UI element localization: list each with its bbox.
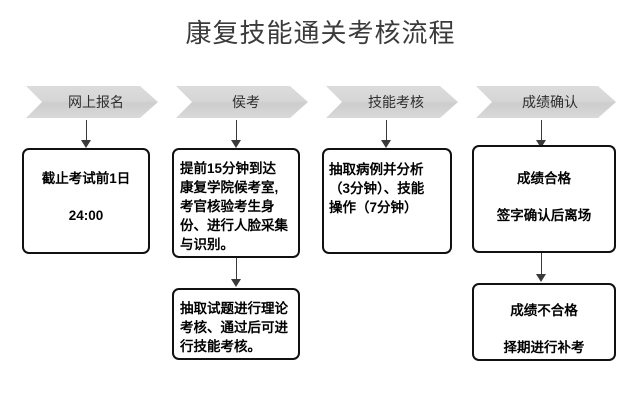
process-box-result-pass[interactable]: 成绩合格 签字确认后离场 xyxy=(472,145,616,253)
process-box-skill-exam[interactable]: 抽取病例并分析 （3分钟）、技能 操作（7分钟） xyxy=(322,148,452,254)
arrow-stem xyxy=(541,253,542,275)
banner-step-4[interactable]: 成绩确认 xyxy=(476,86,616,118)
arrow-stem xyxy=(86,120,87,141)
box-line: （3分钟）、技能 xyxy=(329,181,425,196)
arrow-head-icon xyxy=(81,140,91,148)
arrow-head-icon xyxy=(231,279,241,287)
box-line: 择期进行补考 xyxy=(503,340,585,355)
arrow-head-icon xyxy=(536,140,546,148)
box-line: 截止考试前1日 xyxy=(41,171,131,186)
arrow-connector-banner-4-to-box-4 xyxy=(536,120,547,148)
arrow-connector-box-2-to-box-2b xyxy=(231,258,242,288)
box-line: 与识别。 xyxy=(180,237,234,252)
process-box-registration[interactable]: 截止考试前1日 24:00 xyxy=(22,148,150,254)
box-line: 康复学院候考室, xyxy=(180,180,279,195)
arrow-connector-box-4-to-box-4b xyxy=(536,253,547,283)
box-line: 成绩合格 xyxy=(517,171,571,186)
arrow-stem xyxy=(236,120,237,141)
banner-label: 网上报名 xyxy=(68,94,124,110)
banner-label: 技能考核 xyxy=(368,94,424,110)
banner-step-3[interactable]: 技能考核 xyxy=(326,86,458,118)
box-line: 成绩不合格 xyxy=(510,303,578,318)
process-box-waiting[interactable]: 提前15分钟到达 康复学院候考室, 考官核验考生身 份、进行人脸采集 与识别。 xyxy=(172,148,300,258)
arrow-stem xyxy=(386,120,387,141)
arrow-head-icon xyxy=(231,140,241,148)
process-box-theory-exam[interactable]: 抽取试题进行理论 考核、通过后可进 行技能考核。 xyxy=(172,288,300,360)
box-line: 抽取试题进行理论 xyxy=(180,301,288,316)
arrow-connector-banner-1-to-box-1 xyxy=(81,120,92,148)
box-line: 提前15分钟到达 xyxy=(180,161,277,176)
banner-step-1[interactable]: 网上报名 xyxy=(26,86,158,118)
box-line: 签字确认后离场 xyxy=(496,208,592,223)
arrow-stem xyxy=(541,120,542,141)
box-line: 抽取病例并分析 xyxy=(329,162,424,177)
banner-label: 成绩确认 xyxy=(522,94,578,110)
arrow-head-icon xyxy=(381,140,391,148)
arrow-stem xyxy=(236,258,237,280)
box-line: 份、进行人脸采集 xyxy=(180,218,288,233)
box-line: 操作（7分钟） xyxy=(329,200,418,215)
banner-label: 侯考 xyxy=(232,94,260,110)
arrow-head-icon xyxy=(536,274,546,282)
arrow-connector-banner-3-to-box-3 xyxy=(381,120,392,148)
box-line: 24:00 xyxy=(68,208,104,223)
box-line: 考核、通过后可进 xyxy=(180,320,288,335)
box-line: 考官核验考生身 xyxy=(180,199,275,214)
banner-step-2[interactable]: 侯考 xyxy=(176,86,308,118)
arrow-connector-banner-2-to-box-2 xyxy=(231,120,242,148)
box-line: 行技能考核。 xyxy=(180,339,261,354)
process-box-result-fail[interactable]: 成绩不合格 择期进行补考 xyxy=(472,283,616,361)
page-title: 康复技能通关考核流程 xyxy=(185,19,456,48)
